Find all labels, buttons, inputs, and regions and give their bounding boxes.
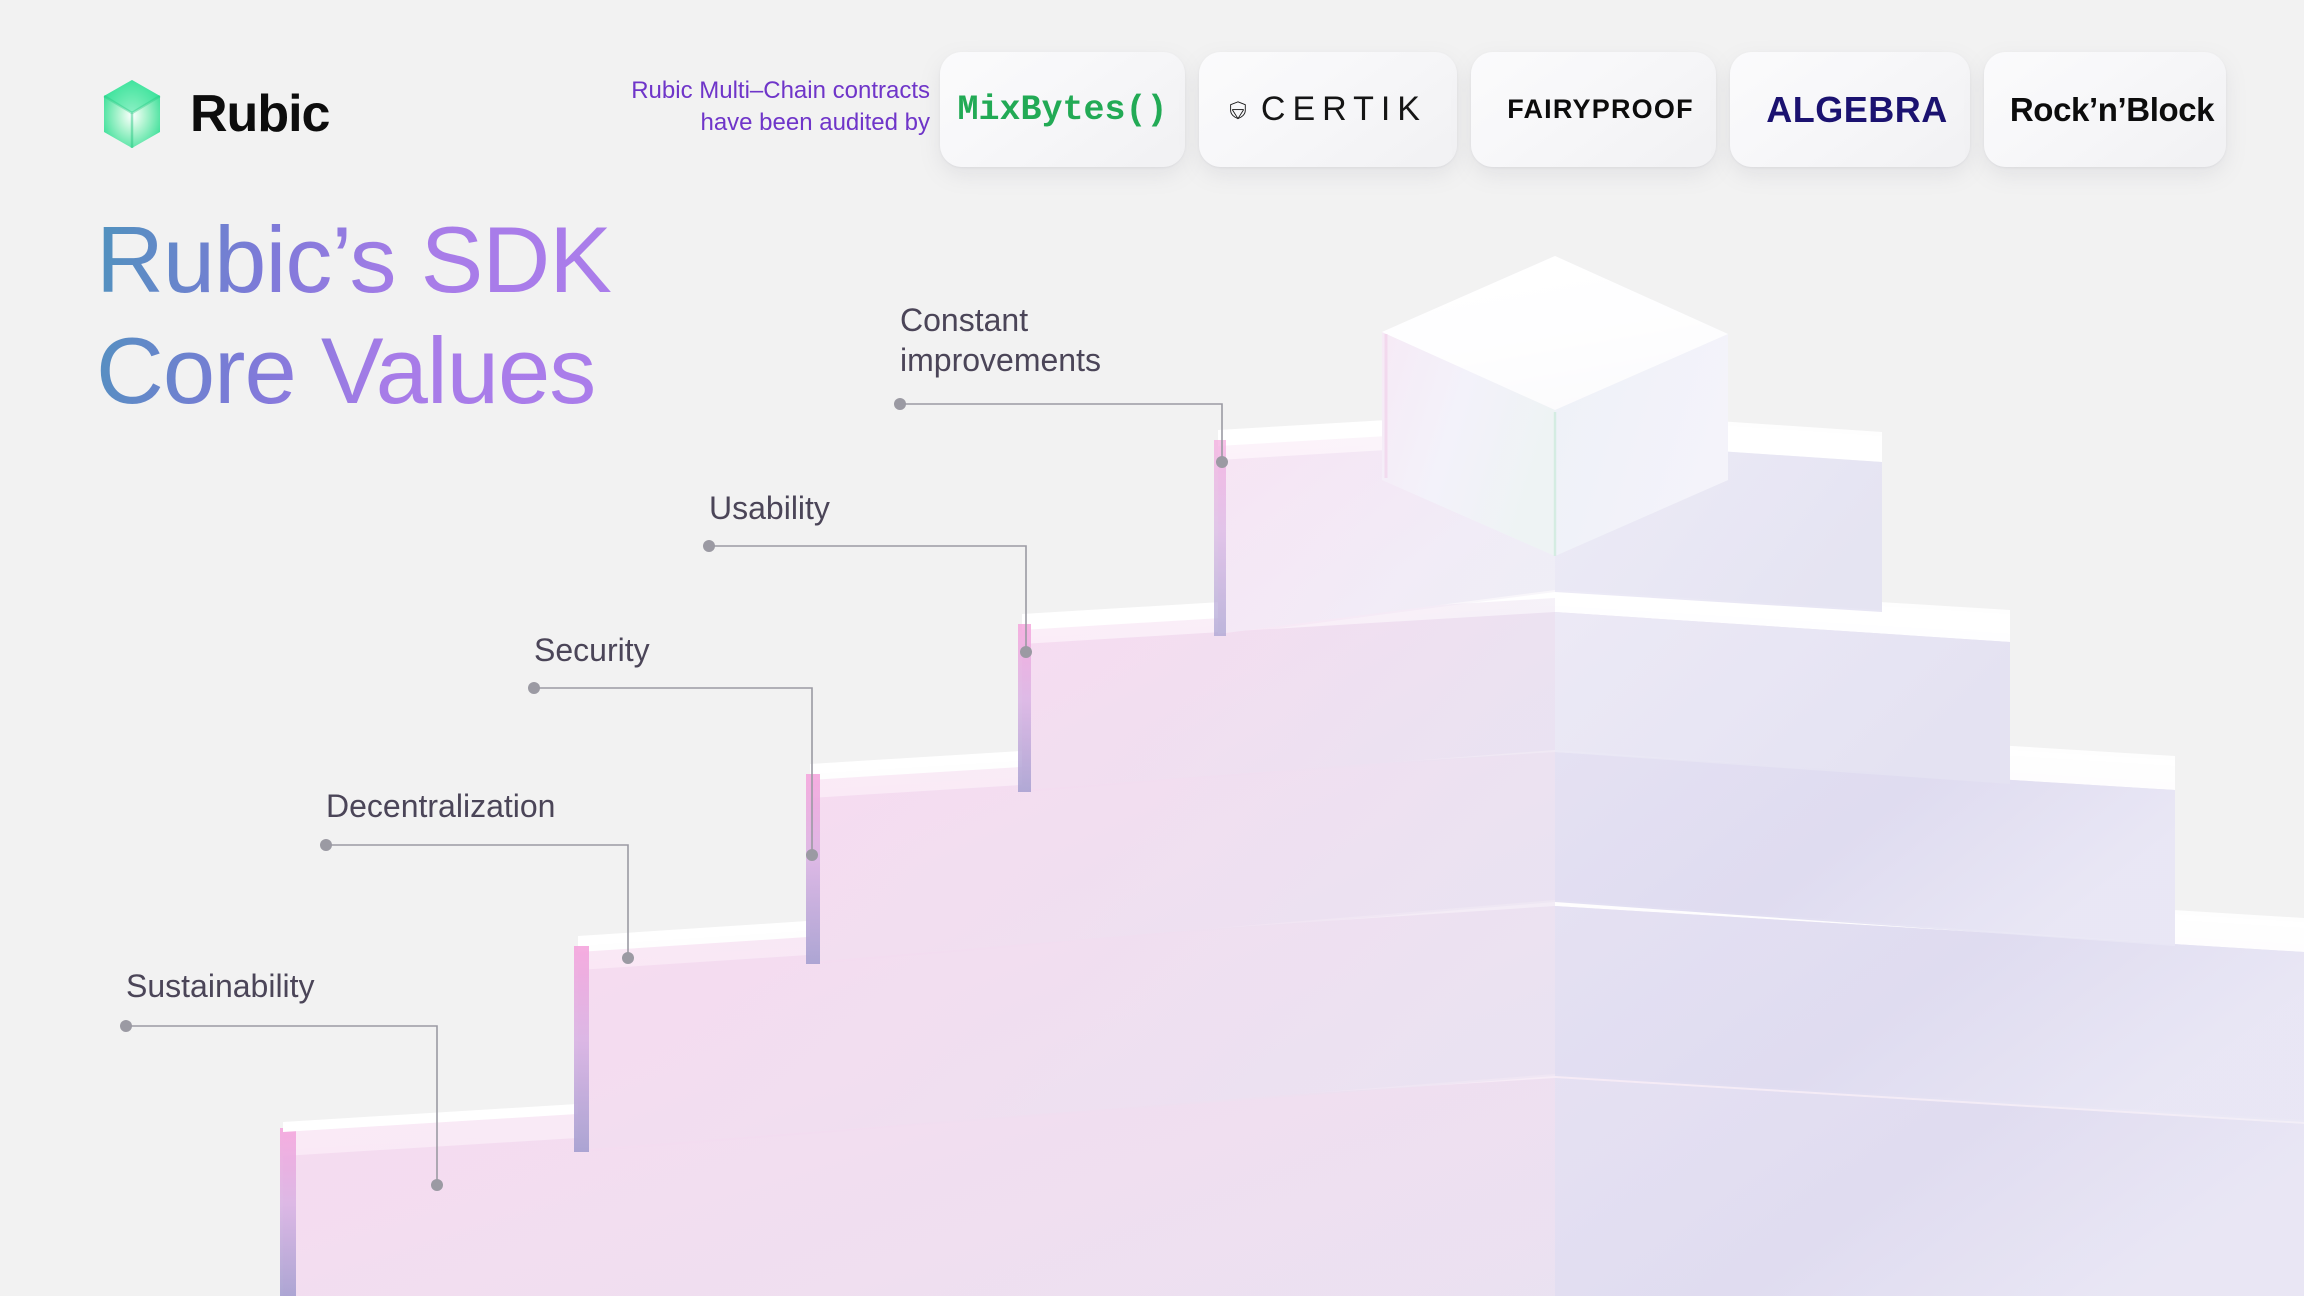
certik-label: CERTIK <box>1260 90 1427 128</box>
callout-label-decentralization: Decentralization <box>326 788 556 824</box>
brand-name: Rubic <box>190 85 330 143</box>
fairyproof-label: FAIRYPROOF <box>1507 94 1694 124</box>
audit-badge-algebra[interactable]: ALGEBRA <box>1730 52 1970 167</box>
audit-badge-mixbytes[interactable]: MixBytes() <box>940 52 1185 167</box>
audit-note: Rubic Multi–Chain contracts have been au… <box>631 77 930 136</box>
callout-label-security: Security <box>534 632 650 668</box>
audit-badge-certik[interactable]: CERTIK <box>1199 52 1457 167</box>
audit-badge-rocknblock[interactable]: Rock’n’Block <box>1984 52 2226 167</box>
mixbytes-label: MixBytes() <box>957 89 1168 130</box>
callout-label-usability: Usability <box>709 490 830 526</box>
pyramid-top-cube <box>1382 256 1728 556</box>
callout-label-constant-improvements: Constant improvements <box>900 302 1101 379</box>
audit-badges: MixBytes() CERTIK FAIRYPROOF ALGEBR <box>940 52 2226 167</box>
brand-logo[interactable]: Rubic <box>98 78 330 150</box>
rocknblock-label: Rock’n’Block <box>2009 90 2215 128</box>
audit-badge-fairyproof[interactable]: FAIRYPROOF <box>1471 52 1716 167</box>
rubic-cube-icon <box>103 80 161 148</box>
algebra-label: ALGEBRA <box>1766 88 1948 130</box>
callout-label-sustainability: Sustainability <box>126 968 315 1004</box>
certik-shield-icon <box>1230 100 1246 119</box>
page-title: Rubic’s SDK Core Values <box>96 205 612 427</box>
